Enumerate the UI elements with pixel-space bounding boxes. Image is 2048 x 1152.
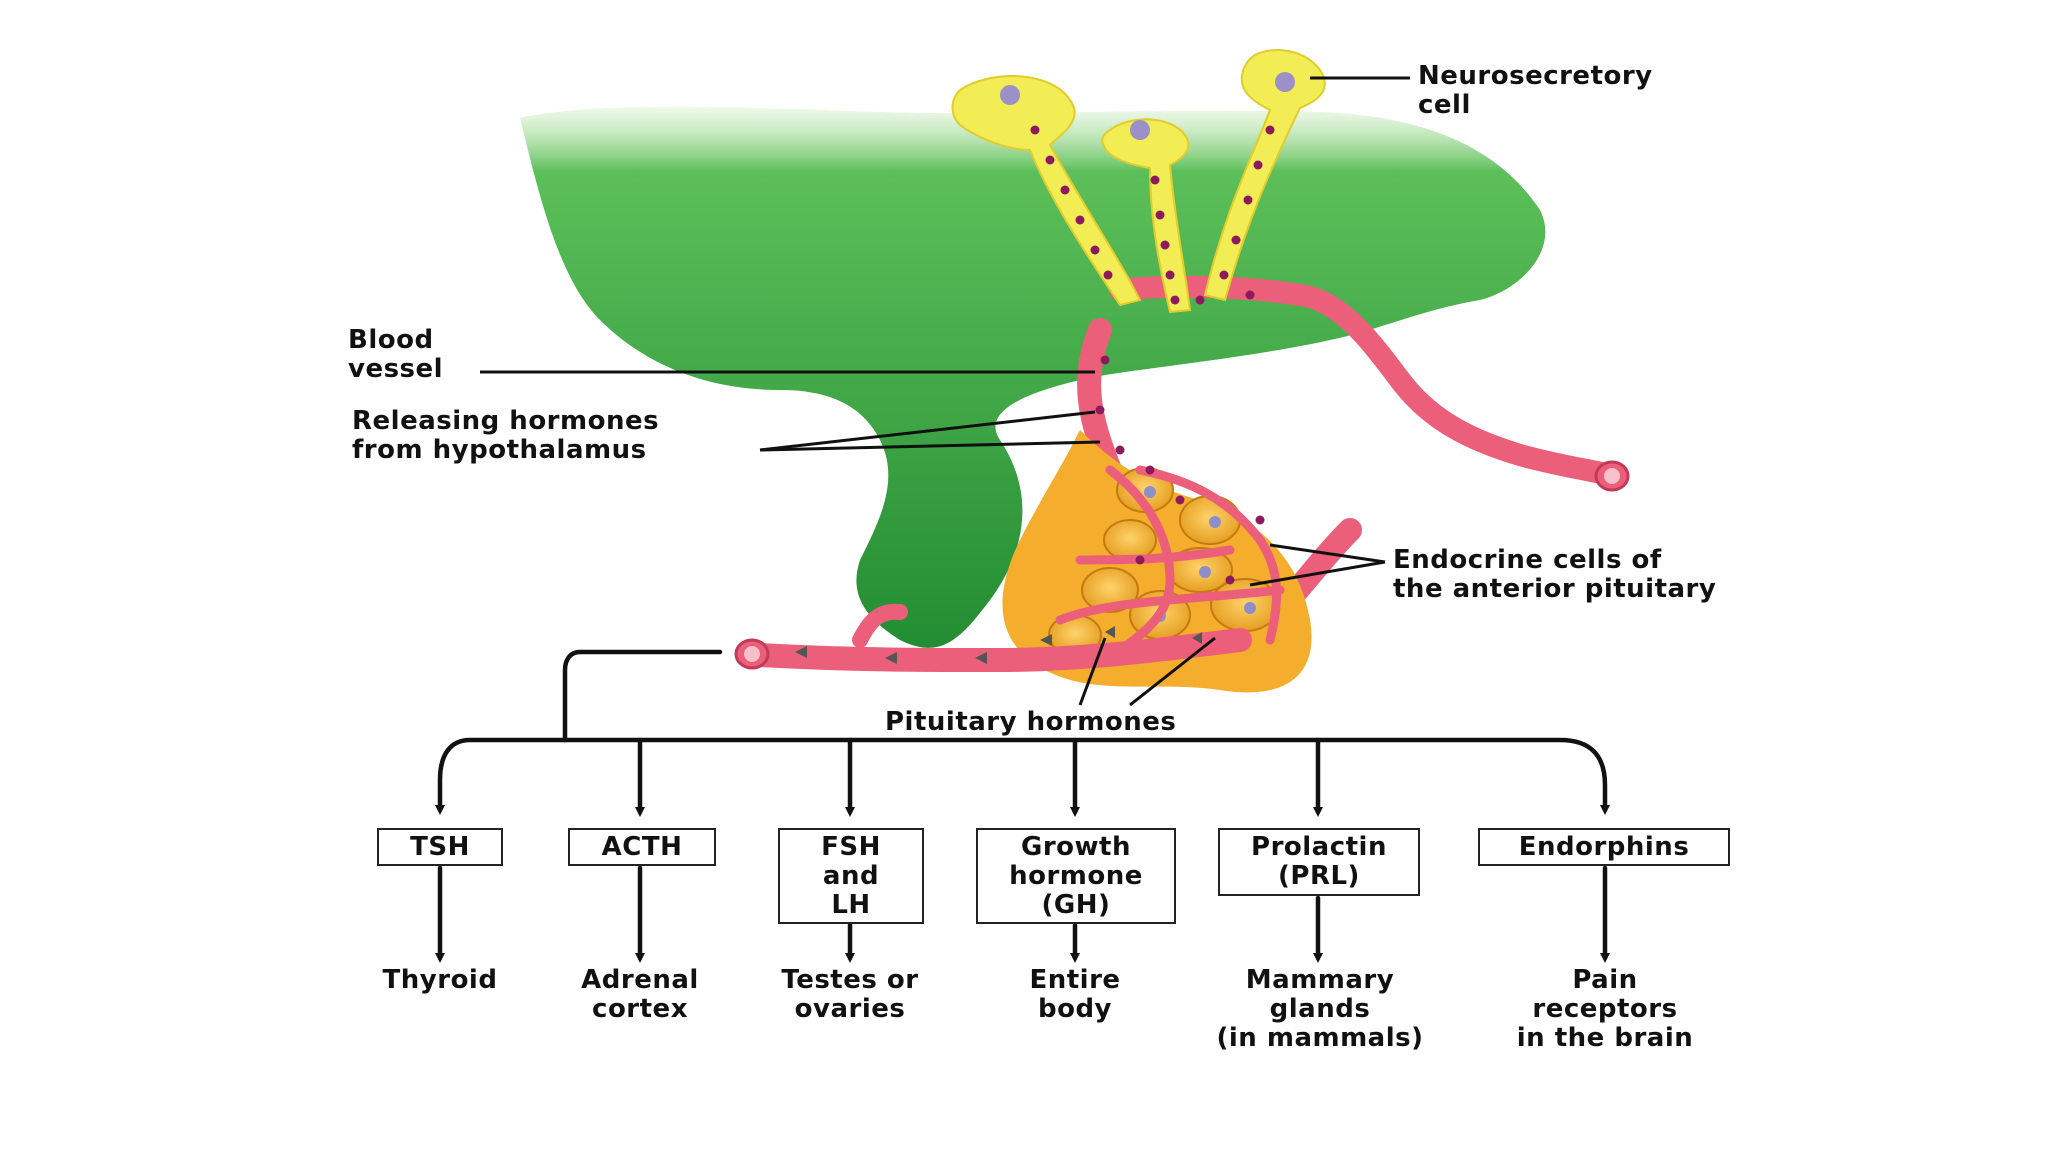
target-entire-body: Entire body xyxy=(1029,965,1121,1024)
hormone-box-growth-hormone: Growth hormone (GH) xyxy=(976,828,1176,924)
target-adrenal-cortex: Adrenal cortex xyxy=(581,965,699,1024)
hormone-box-acth: ACTH xyxy=(568,828,716,866)
label-releasing-hormones: Releasing hormones from hypothalamus xyxy=(352,406,660,465)
hormone-box-endorphins: Endorphins xyxy=(1478,828,1730,866)
label-leaders xyxy=(480,76,1410,707)
target-testes-ovaries: Testes or ovaries xyxy=(781,965,919,1024)
pituitary-hormone-particles xyxy=(795,626,1202,664)
target-mammary-glands: Mammary glands (in mammals) xyxy=(1216,965,1424,1053)
label-pituitary-hormones: Pituitary hormones xyxy=(885,707,1177,737)
hormone-box-tsh: TSH xyxy=(377,828,503,866)
distribution-arrows xyxy=(435,649,1610,963)
hormone-box-prolactin: Prolactin (PRL) xyxy=(1218,828,1420,896)
hypothalamus xyxy=(520,106,1546,648)
secretory-granules xyxy=(1030,125,1275,585)
label-blood-vessel: Blood vessel xyxy=(348,325,444,384)
label-endocrine-cells: Endocrine cells of the anterior pituitar… xyxy=(1393,545,1717,604)
target-pain-receptors: Pain receptors in the brain xyxy=(1516,965,1694,1053)
capillary-mesh xyxy=(1055,465,1285,655)
label-neurosecretory-cell: Neurosecretory cell xyxy=(1418,61,1653,120)
outflow-vessel xyxy=(734,603,1252,673)
target-thyroid: Thyroid xyxy=(382,965,498,995)
hormone-box-fsh-lh: FSH and LH xyxy=(778,828,924,924)
